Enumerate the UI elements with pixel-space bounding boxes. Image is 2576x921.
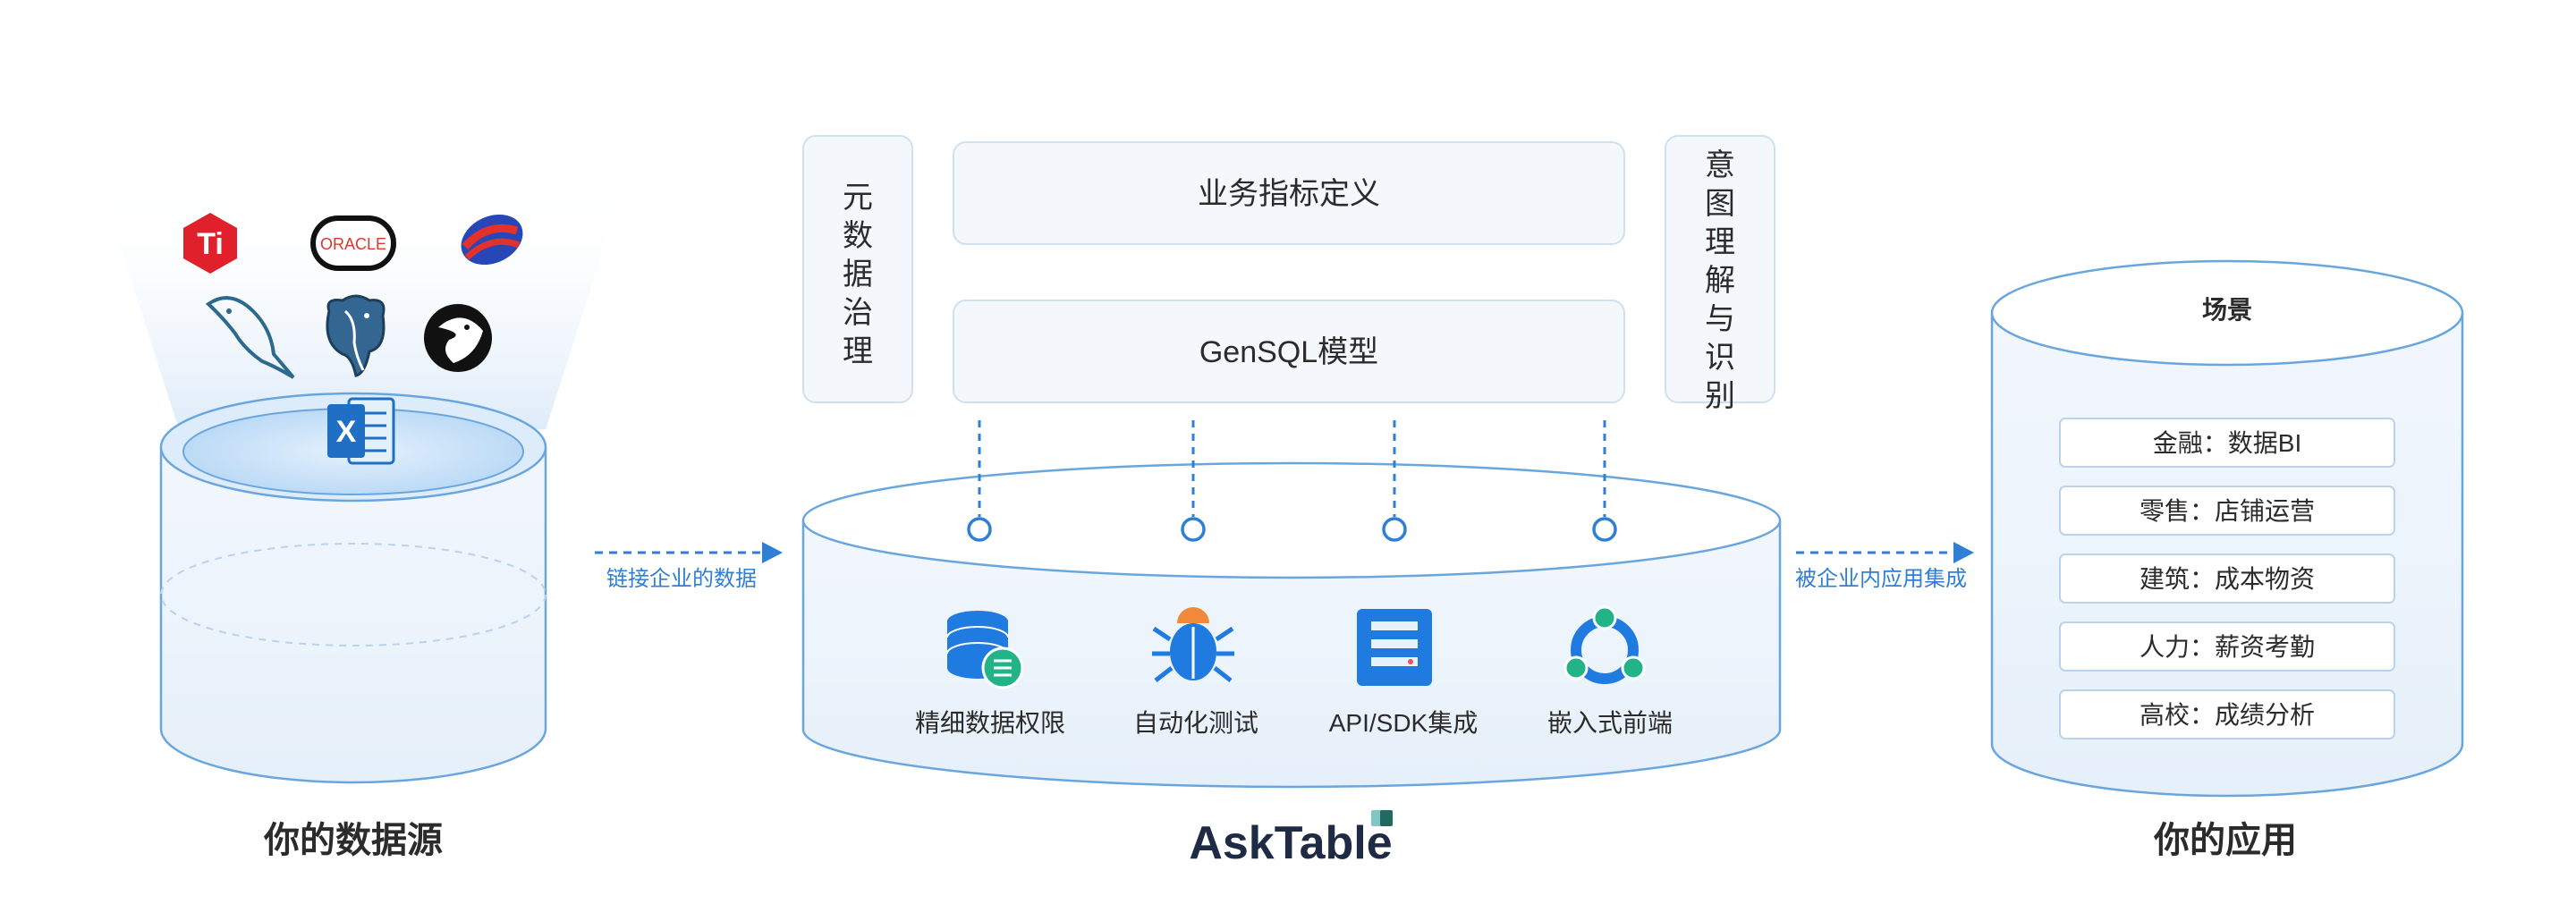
asktable-cylinder-top (801, 461, 1782, 579)
asktable-block: 元数据治理 意图理解与识别 业务指标定义 GenSQL模型 (801, 135, 1782, 789)
mysql-logo (205, 296, 295, 379)
source-cylinder-body (159, 447, 547, 784)
dremio-logo (424, 304, 492, 372)
feature-label: API/SDK集成 (1329, 709, 1478, 737)
side-box-left (802, 135, 913, 403)
side-box-left-text: 元数据治理 (843, 181, 873, 368)
app-item-label: 建筑：成本物资 (2140, 565, 2315, 593)
arrow-in-label: 链接企业的数据 (606, 567, 757, 591)
arrow-in: 链接企业的数据 (595, 542, 783, 591)
postgresql-logo (326, 294, 386, 377)
connector-4 (1592, 420, 1617, 542)
source-cylinder-midline (160, 543, 547, 646)
app-item-label: 人力：薪资考勤 (2140, 633, 2315, 661)
arrow-out: 被企业内应用集成 (1795, 542, 1974, 591)
metric-definition-box (953, 141, 1625, 245)
side-box-right (1665, 135, 1775, 403)
app-item-box (2059, 553, 2395, 604)
arrow-out-label: 被企业内应用集成 (1795, 567, 1967, 591)
svg-text:ORACLE: ORACLE (320, 235, 386, 253)
feature-label: 嵌入式前端 (1547, 709, 1673, 737)
connector-1 (967, 420, 992, 542)
apps-title: 场景 (2202, 296, 2252, 324)
bug-icon (1152, 607, 1234, 682)
app-item-label: 零售：店铺运营 (2140, 497, 2315, 525)
brand-mark-1 (1371, 810, 1382, 826)
app-item-box (2059, 621, 2395, 672)
collaboration-icon (1563, 605, 1646, 684)
data-source-label: 你的数据源 (263, 821, 443, 860)
side-box-right-text: 意图理解与识别 (1705, 148, 1735, 413)
feature-label: 自动化测试 (1133, 709, 1258, 737)
tidb-logo: Ti (183, 213, 237, 274)
app-item-label: 高校：成绩分析 (2140, 701, 2315, 729)
feature-label: 精细数据权限 (915, 709, 1065, 737)
oracle-logo: ORACLE (310, 215, 396, 271)
connector-3 (1382, 420, 1407, 542)
app-item-box (2059, 486, 2395, 536)
asktable-logo: AskTable (1189, 810, 1393, 869)
app-item-box (2059, 689, 2395, 739)
svg-text:Ti: Ti (197, 227, 224, 261)
gensql-box (953, 300, 1625, 403)
connector-2 (1181, 420, 1206, 542)
app-item-label: 金融：数据BI (2153, 429, 2301, 457)
metric-definition-text: 业务指标定义 (1198, 177, 1380, 211)
app-item-box (2059, 418, 2395, 468)
asktable-cylinder-body (801, 520, 1782, 789)
brand-mark-2 (1380, 810, 1393, 826)
spark-logo (461, 214, 523, 266)
data-source-cylinder: Ti ORACLE (98, 179, 626, 784)
svg-text:X: X (336, 415, 357, 449)
excel-logo: X (327, 397, 395, 465)
gensql-text: GenSQL模型 (1199, 335, 1378, 369)
apps-label: 你的应用 (2153, 821, 2297, 860)
asktable-brand-text: AskTable (1189, 817, 1392, 869)
server-icon (1357, 609, 1432, 686)
database-permission-icon (946, 611, 1024, 689)
apps-cylinder-top (1990, 259, 2464, 367)
